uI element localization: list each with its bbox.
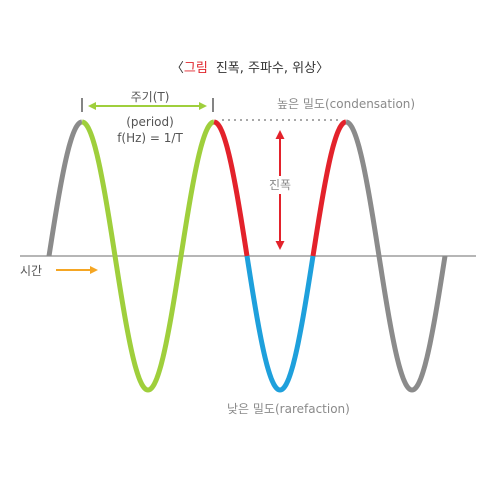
wave-segment-red-2 bbox=[310, 119, 347, 257]
wave-segment-gray-start bbox=[46, 119, 83, 257]
wave bbox=[46, 119, 448, 393]
amplitude-label-bg bbox=[265, 176, 295, 194]
title-caption: 진폭, 주파수, 위상 bbox=[216, 61, 316, 76]
condensation-label: 높은 밀도(condensation) bbox=[277, 97, 415, 111]
figure-title: 〈그림 진폭, 주파수, 위상〉 bbox=[171, 61, 329, 76]
title-open-bracket: 〈 bbox=[171, 61, 184, 76]
wave-segment-blue bbox=[244, 255, 316, 393]
time-label: 시간 bbox=[20, 264, 42, 278]
frequency-label: f(Hz) = 1/T bbox=[117, 131, 183, 145]
rarefaction-label: 낮은 밀도(rarefaction) bbox=[227, 402, 350, 416]
wave-segment-red-1 bbox=[213, 119, 250, 257]
wave-segment-green-2 bbox=[112, 255, 184, 393]
wave-segment-green-3 bbox=[178, 119, 215, 257]
wave-segment-green-1 bbox=[81, 119, 118, 257]
title-label: 그림 bbox=[184, 61, 208, 76]
period-english-label: (period) bbox=[126, 115, 174, 129]
wave-segment-gray-end bbox=[345, 119, 448, 393]
title-close-bracket: 〉 bbox=[316, 61, 329, 76]
amplitude-label: 진폭 bbox=[269, 178, 291, 192]
period-label: 주기(T) bbox=[131, 90, 170, 104]
